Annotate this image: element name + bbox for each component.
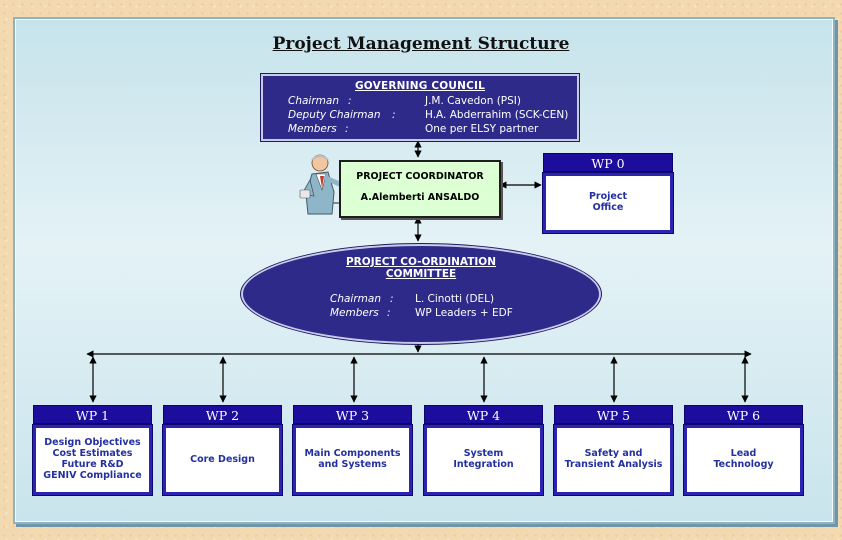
wp2-label: WP 2 xyxy=(163,405,282,424)
wp1-label: WP 1 xyxy=(33,405,152,424)
governing-council-box: GOVERNING COUNCIL Chairman: J.M. Cavedon… xyxy=(260,73,580,142)
council-role: Members xyxy=(288,123,337,135)
committee-role: Members xyxy=(330,307,379,319)
coordination-committee-ellipse: PROJECT CO-ORDINATION COMMITTEE Chairman… xyxy=(241,244,601,344)
page-title: Project Management Structure xyxy=(272,34,570,54)
committee-heading-line2: COMMITTEE xyxy=(385,268,457,280)
project-coordinator-box: PROJECT COORDINATOR A.Alemberti ANSALDO xyxy=(339,160,501,218)
wp0-body: Project Office xyxy=(542,172,674,234)
wp4-box: WP 4 System Integration xyxy=(423,405,544,496)
wp1-body: Design Objectives Cost Estimates Future … xyxy=(32,424,153,496)
wp1-box: WP 1 Design Objectives Cost Estimates Fu… xyxy=(32,405,153,496)
wp6-body: Lead Technology xyxy=(683,424,804,496)
committee-name: WP Leaders + EDF xyxy=(415,307,513,319)
committee-heading-line1: PROJECT CO-ORDINATION xyxy=(345,256,496,268)
council-name: J.M. Cavedon (PSI) xyxy=(425,95,521,107)
committee-role-sep: : xyxy=(390,293,394,305)
council-role: Chairman xyxy=(288,95,339,107)
wp0-label: WP 0 xyxy=(543,153,673,172)
wp0-box: WP 0 Project Office xyxy=(542,153,674,234)
council-name: One per ELSY partner xyxy=(425,123,539,135)
committee-heading: PROJECT CO-ORDINATION COMMITTEE xyxy=(243,256,599,280)
council-role: Deputy Chairman xyxy=(288,109,381,121)
council-heading: GOVERNING COUNCIL xyxy=(354,80,486,92)
council-role-sep: : xyxy=(348,95,352,107)
wp5-body: Safety and Transient Analysis xyxy=(553,424,674,496)
wp3-box: WP 3 Main Components and Systems xyxy=(292,405,413,496)
wp2-body: Core Design xyxy=(162,424,283,496)
wp4-label: WP 4 xyxy=(424,405,543,424)
wp6-label: WP 6 xyxy=(684,405,803,424)
wp2-box: WP 2 Core Design xyxy=(162,405,283,496)
council-role-sep: : xyxy=(392,109,396,121)
wp3-label: WP 3 xyxy=(293,405,412,424)
coordinator-name: A.Alemberti ANSALDO xyxy=(360,192,480,203)
presenter-icon xyxy=(299,154,356,215)
wp5-label: WP 5 xyxy=(554,405,673,424)
committee-name: L. Cinotti (DEL) xyxy=(415,293,495,305)
wp5-box: WP 5 Safety and Transient Analysis xyxy=(553,405,674,496)
council-name: H.A. Abderrahim (SCK-CEN) xyxy=(425,109,569,121)
coordinator-title: PROJECT COORDINATOR xyxy=(356,171,484,182)
wp3-body: Main Components and Systems xyxy=(292,424,413,496)
council-role-sep: : xyxy=(345,123,349,135)
wp6-box: WP 6 Lead Technology xyxy=(683,405,804,496)
committee-role-sep: : xyxy=(387,307,391,319)
wp4-body: System Integration xyxy=(423,424,544,496)
committee-role: Chairman xyxy=(330,293,381,305)
